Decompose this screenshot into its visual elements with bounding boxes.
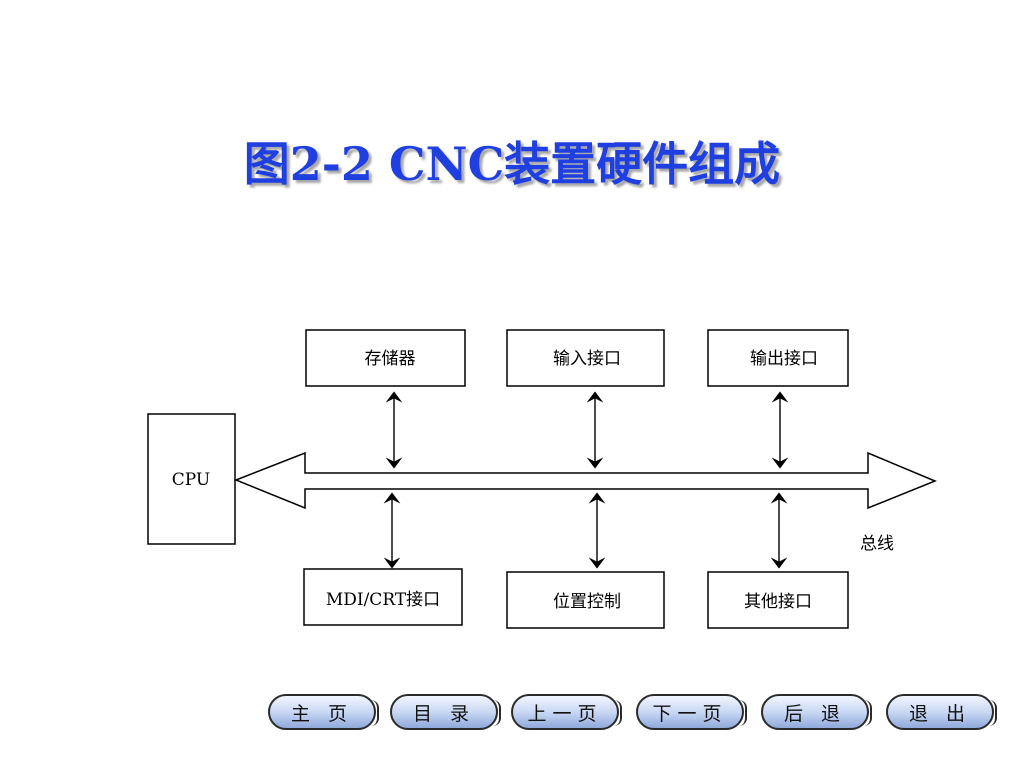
memory-label: 存储器 <box>365 349 416 369</box>
memory-box: 存储器 <box>305 329 466 387</box>
position-control-box: 位置控制 <box>506 571 665 629</box>
input-interface-label: 输入接口 <box>553 349 621 369</box>
output-interface-box: 输出接口 <box>707 329 849 387</box>
bus-label: 总线 <box>860 534 894 554</box>
bus-arrow <box>233 451 937 510</box>
input-interface-box: 输入接口 <box>506 329 665 387</box>
mdi-crt-interface-label: MDI/CRT接口 <box>326 590 440 610</box>
other-interface-label: 其他接口 <box>744 592 812 612</box>
other-interface-box: 其他接口 <box>707 571 849 629</box>
home-button[interactable]: 主 页 <box>268 694 379 730</box>
back-button[interactable]: 后 退 <box>761 694 872 730</box>
slide-title: 图2-2 CNC装置硬件组成 <box>243 137 781 191</box>
contents-button[interactable]: 目 录 <box>390 694 501 730</box>
cpu-box: CPU <box>147 413 236 545</box>
mdi-crt-interface-box: MDI/CRT接口 <box>303 568 463 626</box>
exit-button[interactable]: 退 出 <box>886 694 997 730</box>
position-control-label: 位置控制 <box>553 592 621 612</box>
next-page-button[interactable]: 下一页 <box>636 694 747 730</box>
previous-page-button[interactable]: 上一页 <box>511 694 622 730</box>
connection-arrows <box>383 391 789 569</box>
cpu-label: CPU <box>172 470 210 490</box>
output-interface-label: 输出接口 <box>750 349 818 369</box>
